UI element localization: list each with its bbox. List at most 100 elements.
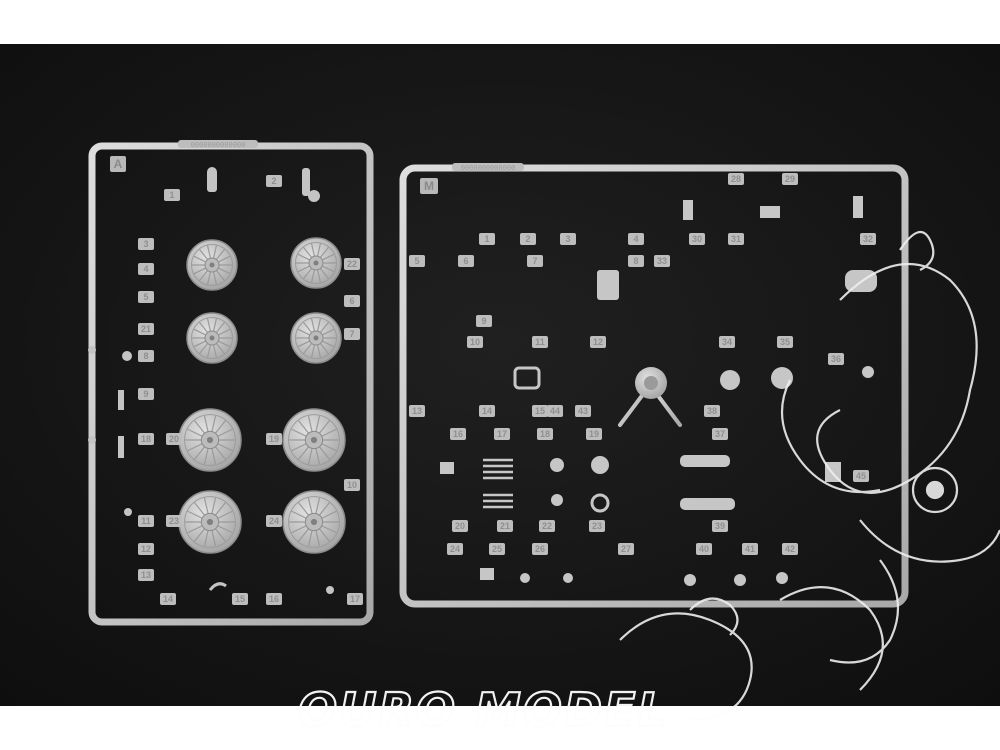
part-number-label: 19 [589, 429, 599, 439]
part-number-tag: 13 [138, 569, 154, 581]
part-number-tag: 26 [532, 543, 548, 555]
part-number-label: 35 [780, 337, 790, 347]
part-number-tag: 42 [782, 543, 798, 555]
part-number-label: 10 [347, 480, 357, 490]
part-number-tag: 23 [589, 520, 605, 532]
part-number-label: 11 [535, 337, 545, 347]
road-wheel [290, 312, 342, 364]
part-number-tag: 14 [160, 593, 176, 605]
part-number-label: 6 [349, 296, 354, 306]
part-number-label: 34 [722, 337, 732, 347]
small-parts-m [440, 196, 877, 586]
frame-letter-a: A [114, 157, 123, 171]
part-number-label: 1 [484, 234, 489, 244]
part-number-label: 20 [169, 434, 179, 444]
part-number-tag: 15 [232, 593, 248, 605]
part-number-label: 2 [525, 234, 530, 244]
part-number-label: 8 [633, 256, 638, 266]
part-number-tag: 41 [742, 543, 758, 555]
part-number-label: 17 [350, 594, 360, 604]
part-number-tag: 15 [532, 405, 548, 417]
part-number-label: 14 [163, 594, 173, 604]
part-number-label: 16 [453, 429, 463, 439]
part-number-label: 5 [414, 256, 419, 266]
part-number-label: 13 [141, 570, 151, 580]
part-number-tag: 34 [719, 336, 735, 348]
part-number-tag: 18 [138, 433, 154, 445]
part-number-label: 36 [831, 354, 841, 364]
part-number-label: 22 [542, 521, 552, 531]
part-number-tag: 40 [696, 543, 712, 555]
part-number-tag: 27 [618, 543, 634, 555]
part-number-tag: 3 [138, 238, 154, 250]
part-number-label: 7 [532, 256, 537, 266]
part-number-label: 14 [482, 406, 492, 416]
part-number-label: 3 [143, 239, 148, 249]
part-number-label: 42 [785, 544, 795, 554]
part-number-tag: 19 [586, 428, 602, 440]
part-number-label: 13 [412, 406, 422, 416]
part-number-label: 31 [731, 234, 741, 244]
part-number-label: 23 [169, 516, 179, 526]
part-number-tag: 38 [704, 405, 720, 417]
part-number-tag: 2 [520, 233, 536, 245]
part-number-label: 22 [347, 259, 357, 269]
road-wheel [178, 408, 242, 472]
part-number-tag: 7 [344, 328, 360, 340]
part-number-label: 38 [707, 406, 717, 416]
part-number-tag: 6 [344, 295, 360, 307]
part-number-label: 19 [269, 434, 279, 444]
part-number-label: 12 [141, 544, 151, 554]
part-number-tag: 11 [138, 515, 154, 527]
part-number-tag: 13 [409, 405, 425, 417]
part-number-tag: 17 [494, 428, 510, 440]
part-number-label: 21 [500, 521, 510, 531]
part-number-label: 10 [470, 337, 480, 347]
road-wheel [282, 490, 346, 554]
part-number-label: 37 [715, 429, 725, 439]
part-number-tag: 36 [828, 353, 844, 365]
part-number-tag: 8 [138, 350, 154, 362]
part-number-label: 8 [143, 351, 148, 361]
wheel-group-a [178, 237, 346, 554]
part-number-tag: 10 [344, 479, 360, 491]
part-number-tag: 21 [497, 520, 513, 532]
part-number-label: 24 [269, 516, 279, 526]
part-number-tag: 3 [560, 233, 576, 245]
part-number-tag: 29 [782, 173, 798, 185]
part-number-tag: 7 [527, 255, 543, 267]
part-number-tag: 5 [409, 255, 425, 267]
road-wheel [186, 239, 238, 291]
part-number-tag: 18 [537, 428, 553, 440]
part-number-tag: 30 [689, 233, 705, 245]
part-number-tag: 39 [712, 520, 728, 532]
part-number-label: 20 [455, 521, 465, 531]
part-number-label: 24 [450, 544, 460, 554]
part-number-tag: 9 [138, 388, 154, 400]
part-number-tag: 28 [728, 173, 744, 185]
code-strip-a: 0000000000000 [178, 140, 258, 150]
part-number-label: 9 [481, 316, 486, 326]
sprue-code-a: 0000000000000 [191, 142, 246, 150]
part-number-tag: 32 [860, 233, 876, 245]
part-number-label: 30 [692, 234, 702, 244]
part-number-label: 27 [621, 544, 631, 554]
part-number-label: 40 [699, 544, 709, 554]
part-number-label: 25 [492, 544, 502, 554]
part-number-label: 21 [141, 324, 151, 334]
frame-letter-m: M [424, 179, 434, 193]
part-number-label: 12 [593, 337, 603, 347]
sprue-code-m: 0000000000000 [461, 165, 516, 173]
part-number-label: 45 [856, 471, 866, 481]
road-wheel [290, 237, 342, 289]
part-number-tag: 19 [266, 433, 282, 445]
part-number-tag: 6 [458, 255, 474, 267]
part-number-label: 16 [269, 594, 279, 604]
part-number-tag: 12 [138, 543, 154, 555]
part-number-tag: 33 [654, 255, 670, 267]
part-number-label: 18 [540, 429, 550, 439]
part-number-label: 17 [497, 429, 507, 439]
part-number-tag: 22 [539, 520, 555, 532]
part-number-tag: 25 [489, 543, 505, 555]
